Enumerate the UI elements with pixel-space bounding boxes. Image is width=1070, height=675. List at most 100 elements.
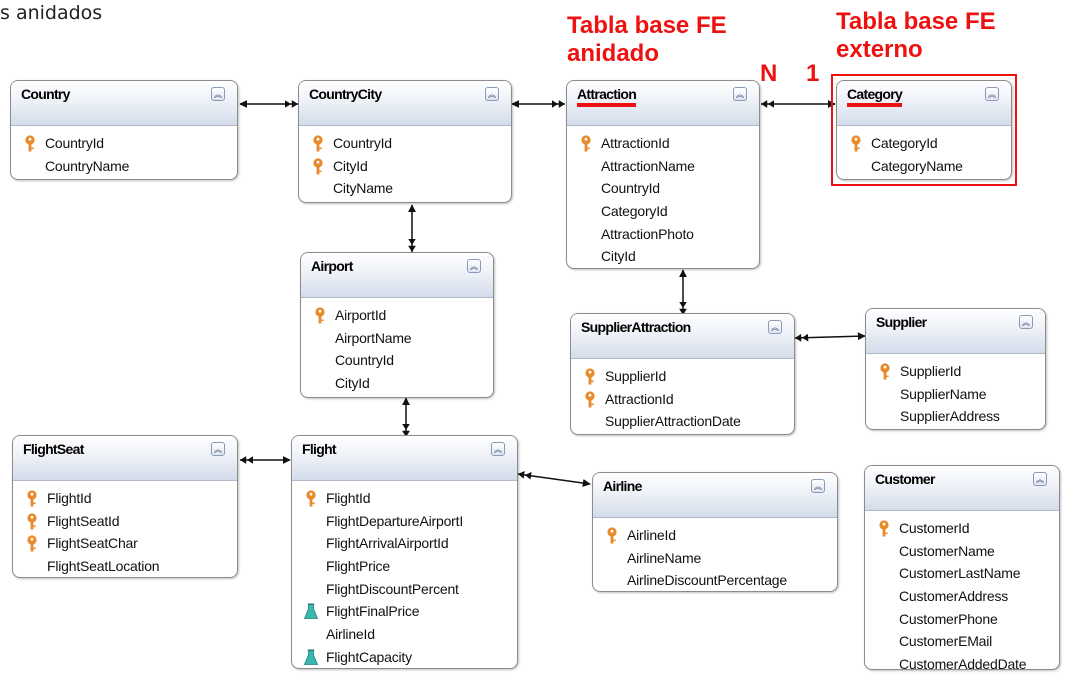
entity-header: Country ︽	[11, 81, 237, 126]
entity-header: Customer ︽	[865, 466, 1059, 511]
attribute-row[interactable]: SupplierName	[866, 383, 1045, 406]
attribute-row[interactable]: FlightFinalPrice	[292, 600, 517, 623]
attribute-row[interactable]: CountryId	[299, 132, 511, 155]
attribute-row[interactable]: CustomerLastName	[865, 562, 1059, 585]
attribute-row[interactable]: CustomerName	[865, 540, 1059, 563]
entity-header: SupplierAttraction ︽	[571, 314, 794, 359]
attribute-row[interactable]: AirlineId	[593, 524, 837, 547]
attribute-row[interactable]: FlightId	[292, 487, 517, 510]
attribute-row[interactable]: SupplierId	[866, 360, 1045, 383]
attribute-row[interactable]: AttractionPhoto	[567, 223, 759, 246]
attribute-label: FlightId	[47, 490, 92, 506]
attribute-row[interactable]: FlightSeatChar	[13, 532, 237, 555]
attribute-label: CountryId	[333, 135, 392, 151]
attribute-row[interactable]: AttractionName	[567, 155, 759, 178]
attribute-row[interactable]: CountryId	[567, 177, 759, 200]
attribute-row[interactable]: CategoryId	[837, 132, 1011, 155]
collapse-chevrons-icon[interactable]: ︽	[485, 87, 499, 101]
entity-title: Flight	[302, 441, 337, 457]
attribute-row[interactable]: CityName	[299, 177, 511, 200]
attribute-row[interactable]: CountryId	[11, 132, 237, 155]
key-icon	[879, 520, 889, 537]
attribute-label: FlightFinalPrice	[326, 603, 420, 620]
attribute-label: CountryId	[335, 352, 394, 369]
collapse-chevrons-icon[interactable]: ︽	[768, 320, 782, 334]
entity-header: Supplier ︽	[866, 309, 1045, 354]
attribute-label: CustomerName	[899, 542, 995, 559]
attribute-label: FlightArrivalAirportId	[326, 535, 449, 552]
attribute-row[interactable]: CustomerPhone	[865, 608, 1059, 631]
attribute-row[interactable]: CountryId	[301, 349, 493, 372]
attribute-label: AirlineId	[627, 527, 676, 543]
collapse-chevrons-icon[interactable]: ︽	[1033, 472, 1047, 486]
attribute-row[interactable]: CustomerEMail	[865, 630, 1059, 653]
collapse-chevrons-icon[interactable]: ︽	[467, 259, 481, 273]
attribute-label: CityId	[335, 375, 370, 392]
attribute-row[interactable]: AttractionId	[571, 388, 794, 411]
collapse-chevrons-icon[interactable]: ︽	[211, 87, 225, 101]
attribute-row[interactable]: AirportId	[301, 304, 493, 327]
attribute-label: CityName	[333, 180, 393, 197]
attribute-row[interactable]: AirportName	[301, 327, 493, 350]
attribute-row[interactable]: FlightSeatLocation	[13, 555, 237, 577]
collapse-chevrons-icon[interactable]: ︽	[985, 87, 999, 101]
attribute-row[interactable]: CityId	[567, 245, 759, 268]
key-icon	[585, 368, 595, 385]
attribute-row[interactable]: SupplierAddress	[866, 405, 1045, 428]
cardinality-n: N	[760, 60, 778, 87]
collapse-chevrons-icon[interactable]: ︽	[211, 442, 225, 456]
key-icon	[585, 391, 595, 408]
attribute-row[interactable]: CustomerAddress	[865, 585, 1059, 608]
entity-title: Country	[21, 86, 70, 102]
attribute-row[interactable]: AirlineId	[292, 623, 517, 646]
attribute-row[interactable]: CustomerId	[865, 517, 1059, 540]
attribute-row[interactable]: CityId	[301, 372, 493, 395]
attribute-label: CategoryId	[871, 135, 938, 151]
attribute-row[interactable]: CityId	[299, 155, 511, 178]
attribute-row[interactable]: CountryName	[11, 155, 237, 178]
attribute-row[interactable]: SupplierId	[571, 365, 794, 388]
attribute-row[interactable]: FlightId	[13, 487, 237, 510]
attribute-row[interactable]: CategoryId	[567, 200, 759, 223]
attribute-row[interactable]: SupplierAttractionDate	[571, 410, 794, 433]
attribute-row[interactable]: CategoryName	[837, 155, 1011, 178]
attribute-label: FlightDiscountPercent	[326, 580, 459, 597]
entity-header: Flight ︽	[292, 436, 517, 481]
collapse-chevrons-icon[interactable]: ︽	[733, 87, 747, 101]
attribute-label: CountryId	[601, 180, 660, 197]
attribute-row[interactable]: FlightCapacity	[292, 646, 517, 668]
attribute-row[interactable]: FlightSeatId	[13, 510, 237, 533]
collapse-chevrons-icon[interactable]: ︽	[491, 442, 505, 456]
collapse-chevrons-icon[interactable]: ︽	[811, 479, 825, 493]
attribute-row[interactable]: FlightArrivalAirportId	[292, 532, 517, 555]
entity-header: CountryCity ︽	[299, 81, 511, 126]
entity-header: Category ︽	[837, 81, 1011, 126]
attribute-row[interactable]: FlightDiscountPercent	[292, 578, 517, 601]
attribute-label: CustomerAddress	[899, 588, 1009, 605]
attribute-row[interactable]: FlightPrice	[292, 555, 517, 578]
attribute-label: CategoryName	[871, 157, 963, 174]
attribute-row[interactable]: AirlineName	[593, 547, 837, 570]
attribute-row[interactable]: CustomerAddedDate	[865, 653, 1059, 669]
attribute-row[interactable]: AirlineDiscountPercentage	[593, 569, 837, 591]
attribute-label: AttractionId	[601, 135, 670, 151]
attribute-row[interactable]: AttractionId	[567, 132, 759, 155]
attribute-label: FlightDepartureAirportI	[326, 512, 464, 529]
attribute-row[interactable]: FlightDepartureAirportI	[292, 510, 517, 533]
link-flight-airline	[517, 471, 591, 487]
collapse-chevrons-icon[interactable]: ︽	[1019, 315, 1033, 329]
